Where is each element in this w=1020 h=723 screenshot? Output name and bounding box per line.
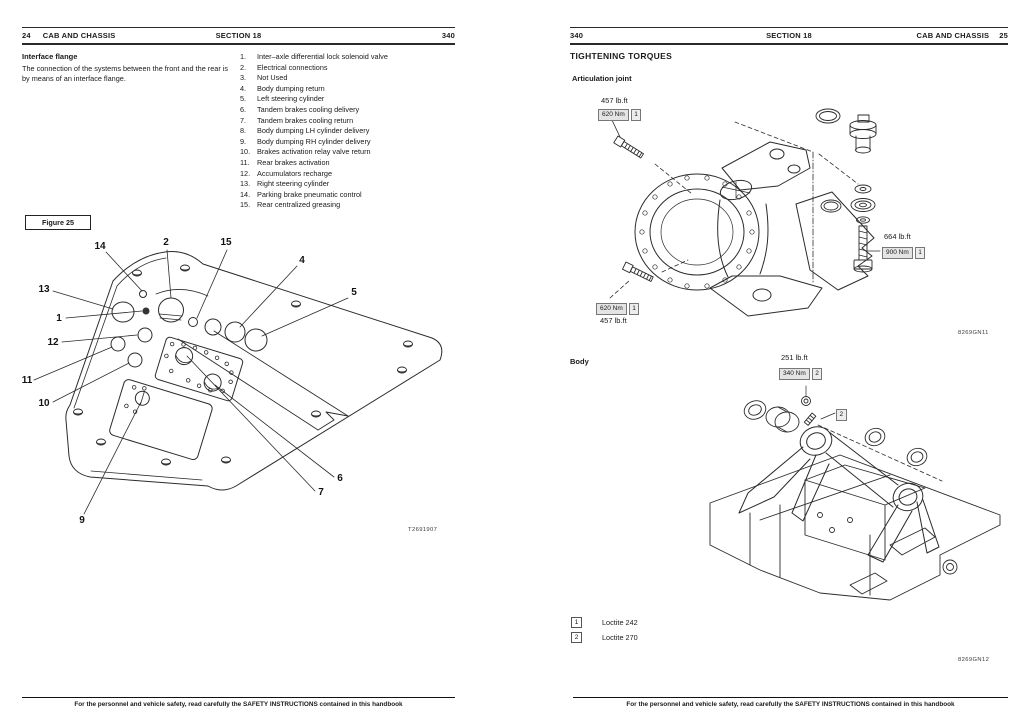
- construction-lines: [609, 117, 881, 299]
- center-valve-plate: [154, 336, 244, 402]
- right-footer: For the personnel and vehicle safety, re…: [573, 697, 1008, 708]
- list-item: 11.Rear brakes activation: [240, 157, 330, 167]
- bearing-ring: [634, 173, 760, 291]
- nm-value-box: 900 Nm: [882, 247, 913, 259]
- callout-4: 4: [299, 255, 305, 266]
- list-item: 8.Body dumping LH cylinder delivery: [240, 126, 370, 136]
- flange-callout-numbers: 14 2 15 4 5 13 1 12 11 10 9 6 7: [22, 237, 358, 526]
- figure-code-body: 8269GN12: [958, 657, 990, 663]
- list-item: 9.Body dumping RH cylinder delivery: [240, 136, 371, 146]
- upper-bolt: [613, 135, 644, 159]
- nm-value-box: 620 Nm: [598, 109, 629, 121]
- articulation-joint-figure: [609, 108, 881, 317]
- right-model-number: 340: [570, 31, 584, 40]
- torque-right-metric-box: 900 Nm 1: [882, 247, 926, 259]
- lower-bolt: [622, 261, 654, 282]
- legend-row-2: 2 Loctite 270: [571, 632, 638, 643]
- callout-9: 9: [79, 515, 85, 526]
- callout-15: 15: [220, 237, 232, 248]
- legend-ref-box: 1: [571, 617, 582, 628]
- interface-flange-paragraph: The connection of the systems between th…: [22, 64, 229, 83]
- callout-13: 13: [38, 284, 50, 295]
- callout-6: 6: [337, 473, 343, 484]
- body-torque-metric-box: 340 Nm 2: [779, 368, 823, 380]
- list-item: 1.Inter–axle differential lock solenoid …: [240, 52, 388, 61]
- loctite-ref-box: 1: [630, 109, 642, 121]
- list-item: 6.Tandem brakes cooling delivery: [240, 104, 360, 114]
- body-figure: [709, 385, 1001, 601]
- legend-row-1: 1 Loctite 242: [571, 617, 638, 628]
- lower-valve-plate: [109, 379, 213, 461]
- legend-text: Loctite 270: [602, 633, 638, 642]
- legend-ref-box: 2: [571, 632, 582, 643]
- interface-flange-heading: Interface flange: [22, 52, 78, 61]
- torque-top-imperial: 457 lb.ft: [601, 96, 628, 105]
- torque-top-metric-box: 620 Nm 1: [598, 109, 642, 121]
- exploded-plug-and-washers: [815, 108, 877, 273]
- right-page-header: 340 SECTION 18 CAB AND CHASSIS 25: [570, 27, 1008, 45]
- loctite-ref-box: 1: [628, 303, 640, 315]
- loctite-ref-box: 2: [811, 368, 823, 380]
- torque-right-imperial: 664 lb.ft: [884, 232, 911, 241]
- list-item: 7.Tandem brakes cooling return: [240, 115, 354, 125]
- left-page-number: 24: [22, 31, 31, 40]
- articulation-joint-heading: Articulation joint: [572, 74, 632, 83]
- left-page-title: CAB AND CHASSIS: [42, 31, 116, 40]
- right-page-title: CAB AND CHASSIS: [916, 31, 990, 40]
- tightening-torques-heading: TIGHTENING TORQUES: [570, 51, 673, 61]
- right-section-label: SECTION 18: [766, 31, 812, 40]
- callout-5: 5: [351, 287, 357, 298]
- flange-plate: [65, 251, 443, 491]
- list-item: 15.Rear centralized greasing: [240, 200, 341, 210]
- callout-leader-lines: [33, 249, 349, 515]
- a-frame-arms: [738, 426, 940, 563]
- exploded-bushings: [743, 385, 943, 482]
- list-item: 13.Right steering cylinder: [240, 179, 330, 189]
- callout-2: 2: [163, 237, 169, 248]
- left-model-number: 340: [441, 31, 455, 40]
- body-torque-imperial: 251 lb.ft: [781, 353, 808, 362]
- list-item: 4.Body dumping return: [240, 83, 325, 93]
- left-section-label: SECTION 18: [215, 31, 262, 40]
- nm-value-box: 620 Nm: [596, 303, 627, 315]
- list-item: 10.Brakes activation relay valve return: [240, 147, 371, 157]
- flange-ports: [110, 290, 268, 368]
- figure-code-left: T2691907: [408, 527, 438, 533]
- list-item: 2.Electrical connections: [240, 62, 328, 72]
- flange-legend-list: 1.Inter–axle differential lock solenoid …: [240, 52, 388, 211]
- list-item: 5.Left steering cylinder: [240, 94, 325, 104]
- callout-14: 14: [94, 241, 106, 252]
- list-item: 12.Accumulators recharge: [240, 168, 333, 178]
- interface-flange-figure: 14 2 15 4 5 13 1 12 11 10 9 6 7: [22, 237, 443, 526]
- left-footer: For the personnel and vehicle safety, re…: [22, 697, 455, 708]
- right-page-number: 25: [999, 31, 1008, 40]
- joint-arms: [709, 141, 875, 317]
- body-heading: Body: [570, 357, 589, 366]
- callout-7: 7: [318, 487, 324, 498]
- callout-11: 11: [22, 375, 33, 386]
- list-item: 14.Parking brake pneumatic control: [240, 189, 362, 199]
- chassis-frame: [709, 454, 1001, 601]
- figure-code-articulation: 8269GN11: [958, 330, 989, 336]
- callout-10: 10: [38, 398, 50, 409]
- torque-bottom-imperial: 457 lb.ft: [600, 316, 627, 325]
- list-item: 3.Not Used: [240, 73, 288, 83]
- torque-bottom-metric-box: 620 Nm 1: [596, 303, 640, 315]
- callout-1: 1: [56, 313, 62, 324]
- left-page-header: 24 CAB AND CHASSIS SECTION 18 340: [22, 27, 455, 45]
- flange-edge-bolts: [73, 264, 413, 466]
- loctite-ref-box: 1: [914, 247, 926, 259]
- legend-text: Loctite 242: [602, 618, 638, 627]
- body-part-ref-box: 2: [836, 409, 847, 421]
- figure-25-label: Figure 25: [25, 215, 91, 230]
- nm-value-box: 340 Nm: [779, 368, 810, 380]
- callout-12: 12: [47, 337, 59, 348]
